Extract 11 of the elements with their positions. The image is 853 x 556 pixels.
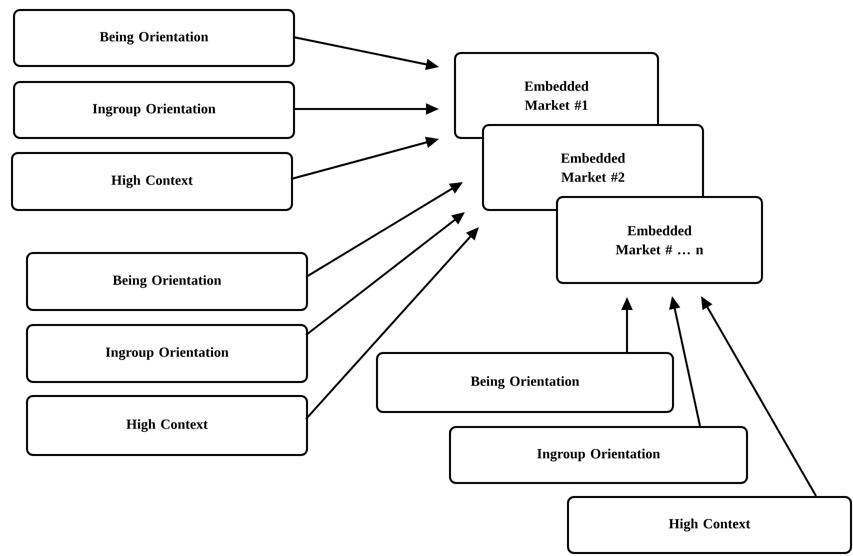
market-box: Embedded Market # … n [556,196,763,284]
factor-box: High Context [26,395,308,456]
factor-box: High Context [567,496,852,554]
factor-box: Ingroup Orientation [449,426,748,484]
factor-box: Ingroup Orientation [26,324,308,383]
factor-box: Ingroup Orientation [13,81,295,139]
factor-box: Being Orientation [26,252,308,311]
factor-box: Being Orientation [13,9,295,67]
factor-box: High Context [11,152,293,211]
factor-box: Being Orientation [376,352,674,413]
market-box: Embedded Market #2 [482,124,704,211]
